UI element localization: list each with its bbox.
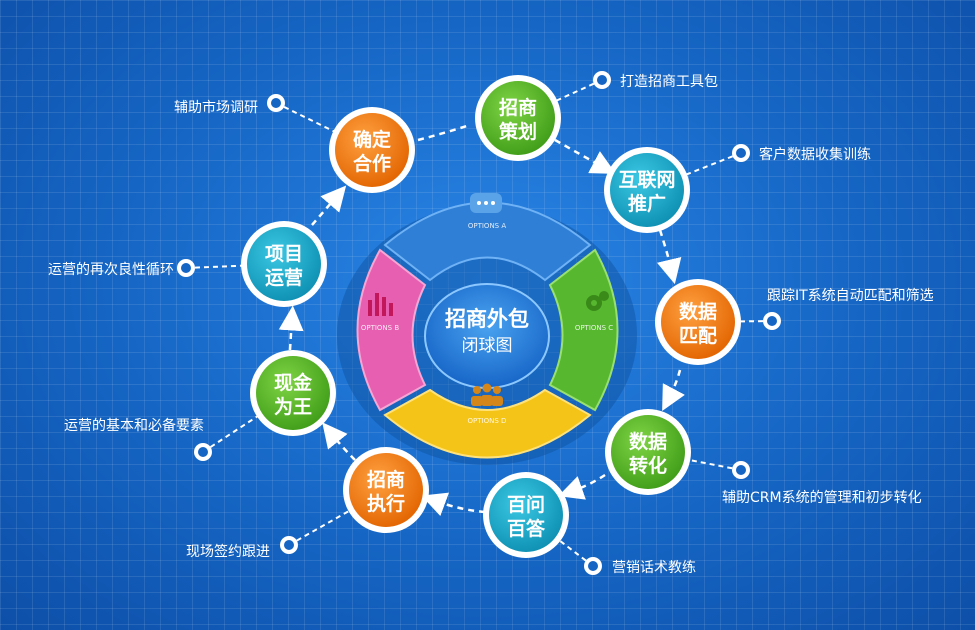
annotation-text: 辅助CRM系统的管理和初步转化 bbox=[722, 489, 922, 506]
annotation-dot-inner bbox=[736, 148, 746, 158]
step-node-line2: 策划 bbox=[499, 120, 537, 143]
step-node-line1: 现金 bbox=[274, 371, 313, 394]
annotation-n7: 运营的基本和必备要素 bbox=[64, 392, 294, 461]
people-icon bbox=[471, 383, 503, 406]
step-node-disc bbox=[489, 478, 563, 552]
step-node-disc bbox=[481, 81, 555, 155]
step-node-line1: 项目 bbox=[265, 243, 303, 265]
chat-icon bbox=[470, 193, 502, 213]
arrow-n2-n3 bbox=[656, 229, 682, 285]
ring-label-d: OPTIONS D bbox=[468, 417, 507, 425]
ring-segment-b bbox=[356, 248, 427, 412]
ring-label-c: OPTIONS C bbox=[575, 324, 613, 332]
flow-arrows bbox=[278, 123, 685, 517]
annotation-n9: 辅助市场调研 bbox=[174, 94, 373, 151]
ring-segment-a bbox=[383, 201, 592, 282]
annotation-dot-inner bbox=[597, 75, 607, 85]
annotation-dot-inner bbox=[588, 561, 598, 571]
step-node-line2: 推广 bbox=[628, 192, 666, 215]
step-node-line1: 招商 bbox=[367, 468, 405, 491]
annotation-text: 跟踪IT系统自动匹配和筛选 bbox=[767, 288, 934, 304]
step-node-disc bbox=[256, 356, 330, 430]
step-node-line1: 数据 bbox=[629, 430, 667, 453]
arrow-n6-n7 bbox=[322, 422, 356, 461]
annotation-text: 现场签约跟进 bbox=[186, 543, 270, 560]
annotation-text: 客户数据收集训练 bbox=[759, 146, 871, 163]
step-node-disc bbox=[335, 113, 409, 187]
arrow-n1-n2 bbox=[554, 138, 617, 174]
step-node-line1: 招商 bbox=[499, 96, 537, 119]
ring-segment-c bbox=[548, 248, 619, 412]
step-node-line1: 互联网 bbox=[618, 169, 675, 191]
bar-chart-icon bbox=[368, 293, 393, 316]
annotation-text: 运营的再次良性循环 bbox=[48, 262, 174, 278]
gears-icon bbox=[586, 291, 609, 311]
center-ring: OPTIONS A OPTIONS B OPTIONS C OPTIONS D … bbox=[337, 193, 637, 465]
step-node-line1: 确定 bbox=[353, 128, 391, 151]
arrow-n9-n1 bbox=[417, 123, 471, 142]
arrow-n7-n8 bbox=[278, 305, 304, 351]
step-node-disc bbox=[661, 285, 735, 359]
step-node-disc bbox=[610, 153, 684, 227]
annotation-connector bbox=[647, 451, 742, 471]
annotation-n4: 辅助CRM系统的管理和初步转化 bbox=[647, 451, 922, 506]
arrow-n5-n6 bbox=[421, 492, 486, 517]
step-node-line2: 为王 bbox=[274, 395, 312, 418]
step-node-disc bbox=[611, 415, 685, 489]
step-node-disc bbox=[349, 453, 423, 527]
ring-label-b: OPTIONS B bbox=[361, 324, 399, 332]
ring-label-a: OPTIONS A bbox=[468, 222, 506, 230]
annotation-dot-inner bbox=[284, 540, 294, 550]
annotation-text: 打造招商工具包 bbox=[620, 73, 718, 90]
annotation-dot-inner bbox=[198, 447, 208, 457]
step-node-line1: 百问 bbox=[507, 494, 545, 516]
arrow-n8-n9 bbox=[311, 185, 347, 226]
step-node-line2: 运营 bbox=[265, 266, 303, 289]
step-node-line2: 执行 bbox=[367, 492, 405, 515]
annotation-n5: 营销话术教练 bbox=[525, 514, 696, 576]
step-node-line1: 数据 bbox=[679, 300, 717, 323]
annotation-dot-inner bbox=[181, 263, 191, 273]
step-node-line2: 合作 bbox=[353, 152, 391, 175]
step-node-line2: 匹配 bbox=[679, 325, 717, 347]
annotation-dot-inner bbox=[767, 316, 777, 326]
step-node-line2: 百答 bbox=[507, 517, 546, 540]
annotation-dot-inner bbox=[736, 465, 746, 475]
annotation-n6: 现场签约跟进 bbox=[186, 489, 387, 560]
annotation-text: 营销话术教练 bbox=[612, 560, 696, 576]
arrow-n4-n5 bbox=[558, 473, 606, 500]
center-title: 招商外包 bbox=[445, 307, 529, 331]
annotation-text: 辅助市场调研 bbox=[174, 99, 258, 116]
arrow-n3-n4 bbox=[662, 369, 685, 412]
center-subtitle: 闭球图 bbox=[462, 336, 513, 356]
annotation-dot-inner bbox=[271, 98, 281, 108]
step-node-line2: 转化 bbox=[629, 454, 667, 477]
annotation-text: 运营的基本和必备要素 bbox=[64, 417, 204, 434]
step-node-disc bbox=[247, 227, 321, 301]
annotations: 打造招商工具包客户数据收集训练跟踪IT系统自动匹配和筛选辅助CRM系统的管理和初… bbox=[48, 71, 934, 576]
ring-segment-d bbox=[383, 388, 592, 459]
